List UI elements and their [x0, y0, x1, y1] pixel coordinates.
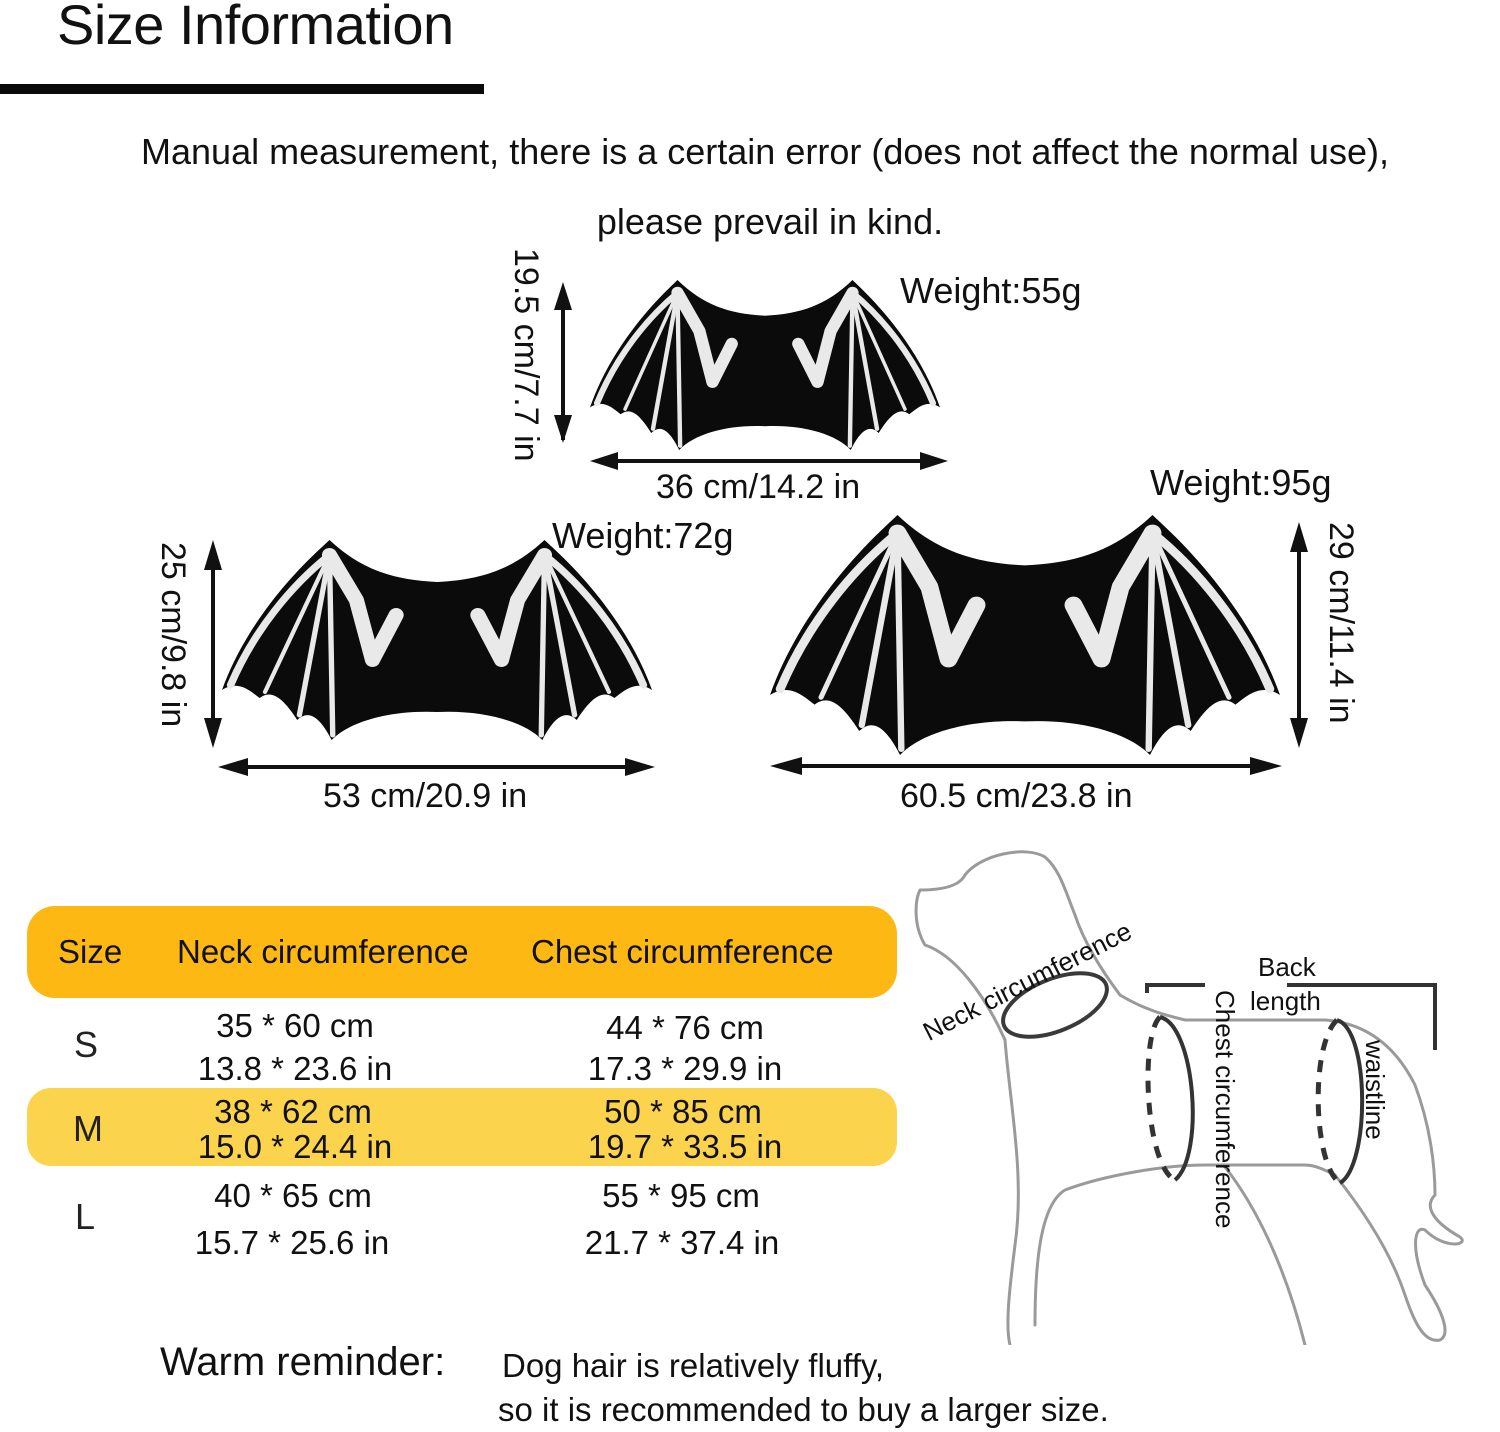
arrow-head-up: [204, 540, 222, 570]
chest-cm-m: 50 * 85 cm: [604, 1093, 762, 1130]
neck-cm-m: 38 * 62 cm: [214, 1093, 372, 1130]
waistline-label: waistline: [1360, 1040, 1390, 1140]
height-arrow-medium: [211, 560, 215, 730]
page-title: Size Information: [57, 0, 454, 56]
chest-circumference-label: Chest circumference: [1210, 990, 1240, 1229]
width-label-medium: 53 cm/20.9 in: [323, 777, 528, 815]
width-arrow-large: [790, 764, 1260, 768]
warm-reminder-title: Warm reminder:: [160, 1340, 446, 1384]
bat-wing-image-small: [590, 280, 940, 450]
measurement-notice-line1: Manual measurement, there is a certain e…: [141, 131, 1389, 172]
back-length-label-line2: length: [1250, 986, 1321, 1016]
arrow-head-right: [625, 758, 655, 776]
bat-wing-image-large: [770, 515, 1280, 755]
column-header-size: Size: [58, 933, 123, 970]
neck-in-m: 15.0 * 24.4 in: [197, 1128, 393, 1165]
chest-in-l: 21.7 * 37.4 in: [584, 1224, 780, 1261]
arrow-head-down: [554, 415, 572, 443]
neck-in-s: 13.8 * 23.6 in: [197, 1050, 393, 1087]
column-header-neck: Neck circumference: [177, 933, 469, 970]
arrow-head-down: [1290, 718, 1308, 748]
size-table-row-highlight: [27, 1088, 897, 1166]
arrow-head-left: [218, 758, 248, 776]
measurement-notice-line2: please prevail in kind.: [596, 201, 944, 242]
bat-wing-image-medium: [222, 540, 652, 740]
height-label-small: 19.5 cm/7.7 in: [507, 248, 545, 462]
dog-measurement-diagram: [905, 845, 1500, 1350]
dog-outline-icon: [914, 850, 1464, 1347]
back-length-label-line1: Back: [1258, 952, 1316, 982]
arrow-head-down: [204, 718, 222, 748]
width-arrow-small: [600, 459, 930, 463]
weight-label-small: Weight:55g: [900, 270, 1082, 311]
height-arrow-small: [561, 290, 565, 440]
size-table-header: [27, 906, 897, 998]
arrow-head-up: [554, 282, 572, 310]
size-cell-m: M: [73, 1108, 103, 1149]
width-label-small: 36 cm/14.2 in: [656, 468, 861, 506]
title-underline: [0, 84, 484, 94]
column-header-chest: Chest circumference: [531, 933, 834, 970]
size-cell-l: L: [75, 1196, 96, 1237]
neck-in-l: 15.7 * 25.6 in: [194, 1224, 390, 1261]
arrow-head-up: [1290, 522, 1308, 552]
weight-label-medium: Weight:72g: [552, 515, 734, 556]
chest-in-s: 17.3 * 29.9 in: [587, 1050, 783, 1087]
arrow-head-left: [590, 452, 618, 470]
height-label-medium: 25 cm/9.8 in: [154, 542, 192, 728]
size-cell-s: S: [74, 1024, 99, 1065]
warm-reminder-line1: Dog hair is relatively fluffy,: [502, 1347, 885, 1384]
height-arrow-large: [1297, 545, 1301, 730]
chest-in-m: 19.7 * 33.5 in: [587, 1128, 783, 1165]
neck-cm-s: 35 * 60 cm: [216, 1007, 374, 1044]
arrow-head-right: [920, 452, 948, 470]
neck-cm-l: 40 * 65 cm: [214, 1177, 372, 1214]
arrow-head-right: [1250, 757, 1282, 775]
height-label-large: 29 cm/11.4 in: [1322, 522, 1360, 724]
chest-cm-l: 55 * 95 cm: [602, 1177, 760, 1214]
warm-reminder-line2: so it is recommended to buy a larger siz…: [498, 1391, 1109, 1428]
weight-label-large: Weight:95g: [1150, 462, 1332, 503]
width-arrow-medium: [235, 765, 635, 769]
arrow-head-left: [770, 757, 802, 775]
width-label-large: 60.5 cm/23.8 in: [900, 777, 1133, 815]
chest-cm-s: 44 * 76 cm: [606, 1009, 764, 1046]
